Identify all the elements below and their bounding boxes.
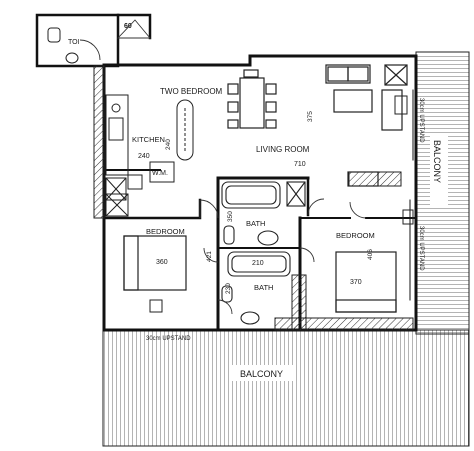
kitchen-depth: 240	[165, 139, 172, 150]
living-width: 710	[294, 161, 306, 168]
bath-width: 210	[252, 260, 264, 267]
bath-bottom-label: BATH	[254, 283, 273, 292]
two-bedroom-label: TWO BEDROOM	[160, 87, 223, 96]
bedroom-left-depth: 421	[206, 251, 213, 262]
bedroom-right-width: 370	[350, 279, 362, 286]
sofa	[325, 64, 408, 187]
dining-table	[227, 69, 277, 129]
upstand-bottom-note: 30cm UPSTAND	[146, 336, 191, 342]
bottom-wall-hatch	[274, 317, 414, 331]
kitchen-island	[176, 99, 194, 161]
toilet-fixtures	[47, 27, 79, 64]
bedroom-left-width: 360	[156, 259, 168, 266]
kitchen-counter	[105, 94, 175, 217]
desk	[149, 299, 163, 313]
left-wall-hatch	[93, 65, 105, 219]
center-wall-hatch	[291, 274, 307, 331]
upstand-right-bottom-note: 30cm UPSTAND	[418, 226, 424, 271]
bedroom-right-depth: 406	[367, 249, 374, 260]
bath-bottom-depth: 230	[225, 283, 232, 294]
bed-left	[123, 235, 187, 291]
window-marks	[394, 95, 414, 225]
wc-label: W.M.	[152, 170, 168, 177]
kitchen-label: KITCHEN	[132, 135, 165, 144]
living-room-label: LIVING ROOM	[256, 145, 310, 154]
door-swings	[79, 19, 367, 315]
bed-right	[335, 251, 397, 313]
bath-top-depth: 350	[227, 211, 234, 222]
balcony-bottom	[102, 329, 470, 447]
kitchen-width: 240	[138, 153, 150, 160]
balcony-right-label: BALCONY	[432, 140, 442, 183]
closet-hatch	[348, 171, 402, 187]
bedroom-right-label: BEDROOM	[336, 231, 375, 240]
bath-fixtures	[221, 181, 306, 325]
balcony-bottom-label: BALCONY	[240, 369, 283, 379]
bedroom-left-label: BEDROOM	[146, 227, 185, 236]
upstand-right-top-note: 30cm UPSTAND	[418, 98, 424, 143]
toilet-label: TOI	[68, 39, 80, 46]
bath-top-label: BATH	[246, 219, 265, 228]
door-code: 60	[124, 23, 132, 30]
living-depth: 375	[307, 111, 314, 122]
